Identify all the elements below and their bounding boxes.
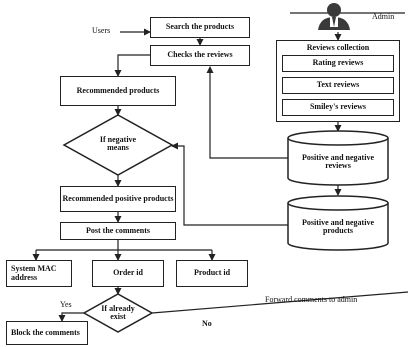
decision-exist-label: If already exist	[101, 304, 135, 322]
decision-negative-shape	[62, 114, 174, 176]
post-comments-box: Post the comments	[60, 222, 176, 240]
order-id-box: Order id	[92, 260, 164, 287]
admin-label: Admin	[372, 12, 395, 21]
person-icon	[318, 3, 350, 30]
system-mac-box: System MAC address	[6, 260, 72, 287]
reviews-collection-title: Reviews collection	[306, 43, 370, 52]
decision-negative-label: If negative means	[99, 135, 137, 153]
search-products-box: Search the products	[150, 17, 250, 38]
cylinder-products	[287, 195, 389, 251]
pos-neg-reviews-label: Positive and negative reviews	[302, 153, 374, 171]
yes-label: Yes	[60, 300, 72, 309]
product-id-box: Product id	[176, 260, 248, 287]
smileys-reviews-box: Smiley's reviews	[282, 99, 394, 116]
rating-reviews-box: Rating reviews	[282, 55, 394, 72]
pos-neg-products-label: Positive and negative products	[302, 218, 374, 236]
cylinder-reviews	[287, 130, 389, 186]
decision-exist-shape	[82, 293, 154, 333]
forward-comments-label: Forward comments to admin	[265, 295, 358, 304]
checks-reviews-box: Checks the reviews	[150, 45, 250, 66]
recommended-products-box: Recommended products	[60, 76, 176, 106]
no-label: No	[202, 319, 212, 328]
users-label: Users	[92, 26, 111, 35]
text-reviews-box: Text reviews	[282, 77, 394, 94]
recommended-positive-products-box: Recommended positive products	[60, 186, 176, 212]
block-comments-box: Block the comments	[6, 321, 88, 345]
